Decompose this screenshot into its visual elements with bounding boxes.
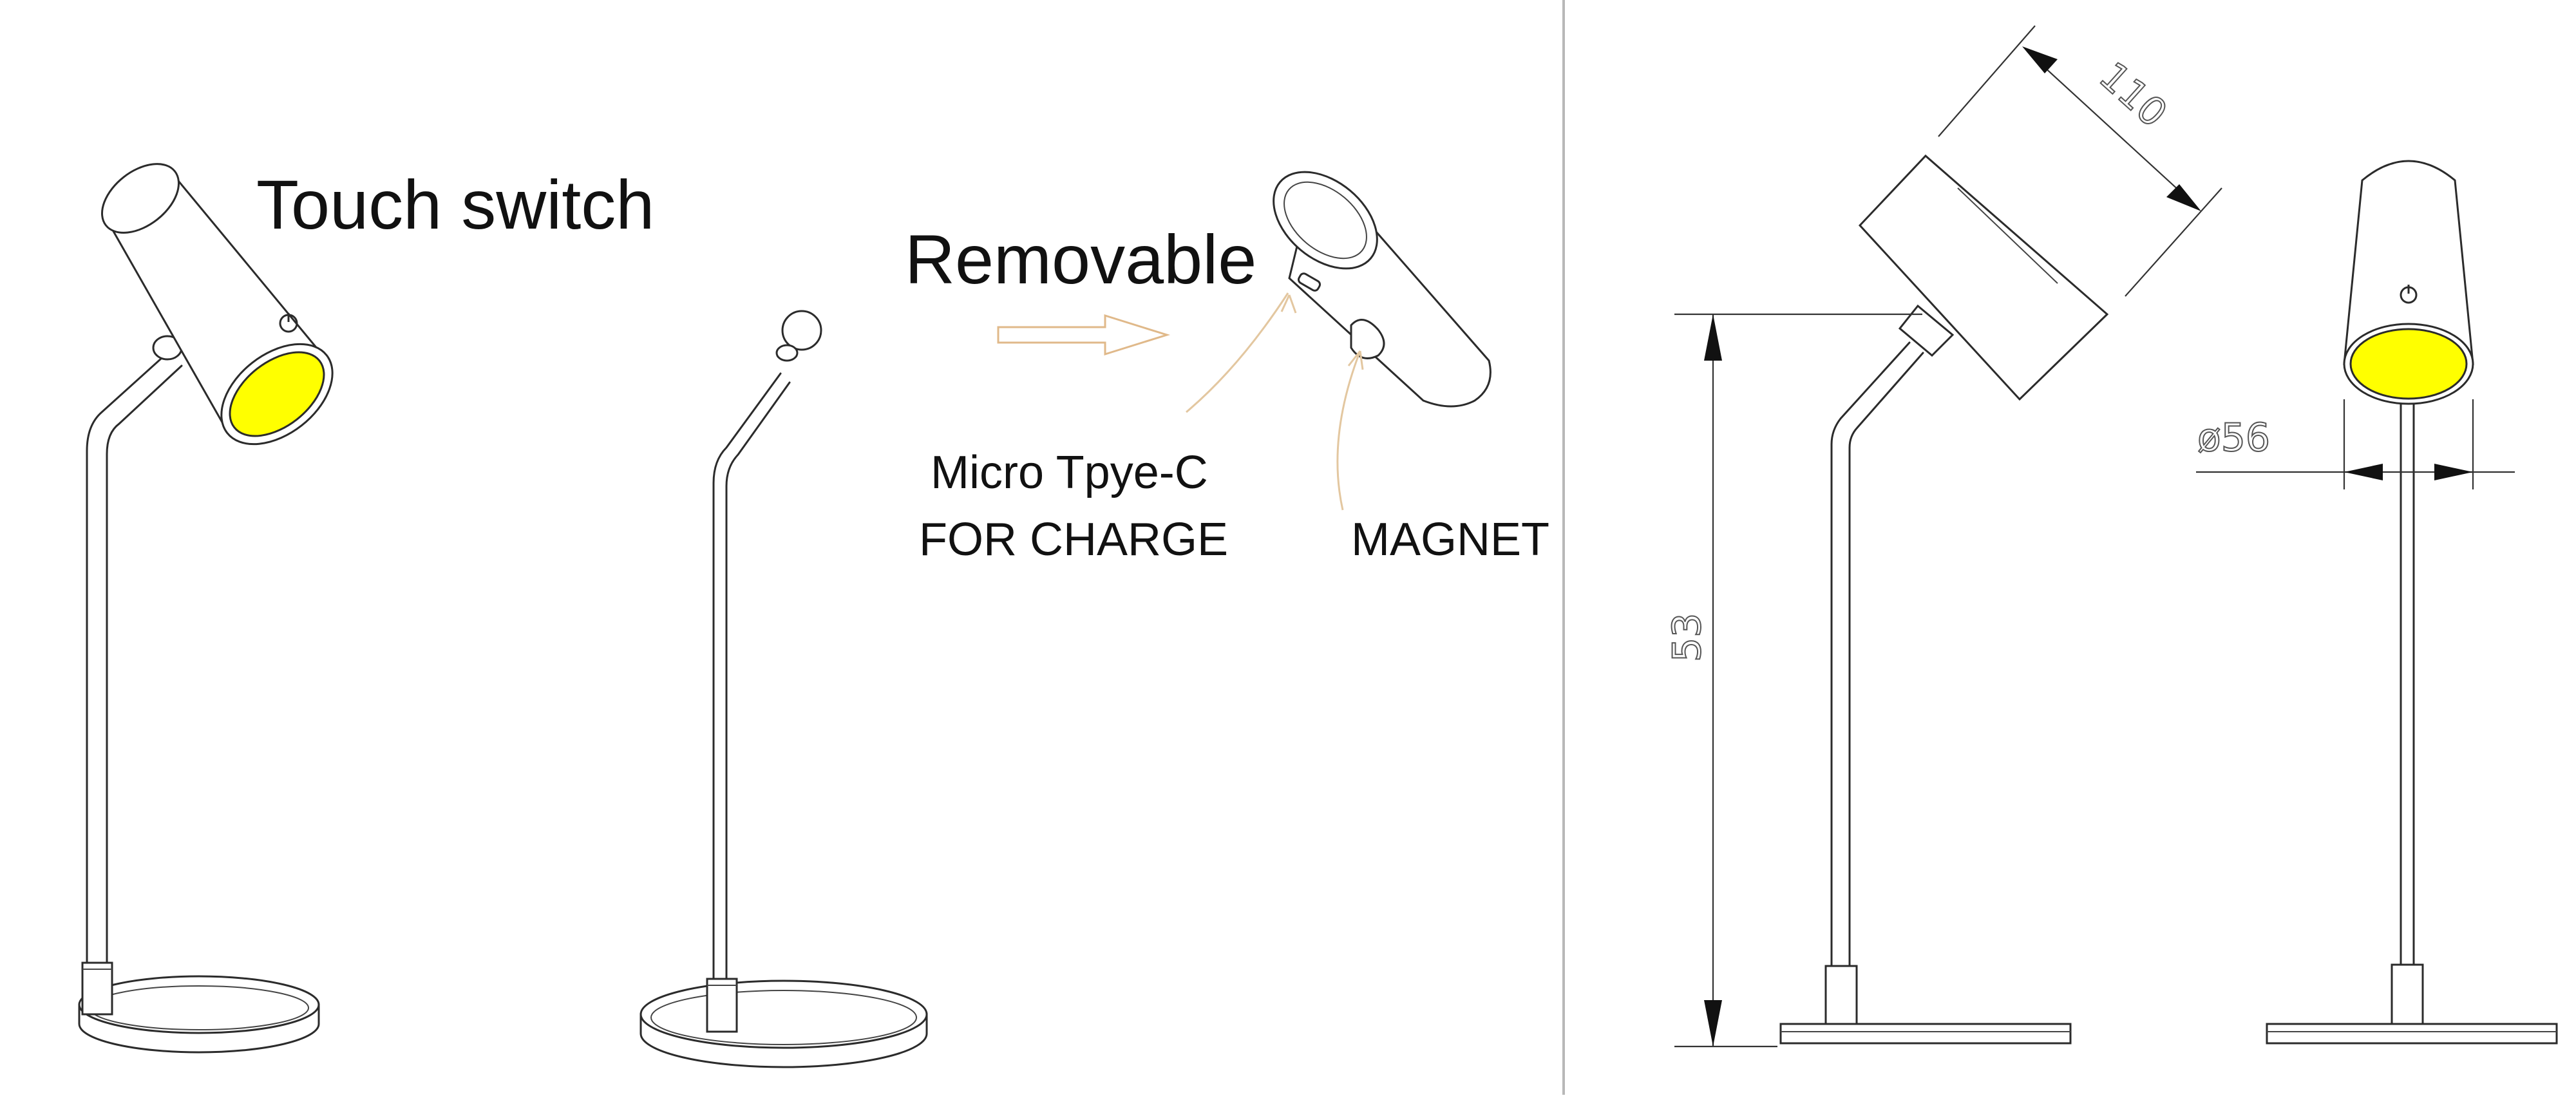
dimension-53: 53 [1664,313,1922,1048]
lamp2-stem [712,310,822,980]
side-head [1858,154,2109,401]
front-head [2343,160,2474,365]
charge-leader-arrow [1280,294,1297,314]
front-touch-switch-icon [2400,285,2418,304]
lamp1-stem [86,335,183,964]
touch-switch-label: Touch switch [256,166,654,243]
removable-arrow [997,314,1171,356]
front-base [2266,1023,2558,1045]
lamp-base-without-head [639,310,928,1068]
charge-label-line2: FOR CHARGE [919,514,1228,565]
lamp-front-elevation: ø56 [2196,160,2558,1045]
magnet-leader-arrow [1347,350,1364,370]
lens-lit-yellow [229,351,325,437]
lamp1-base [78,961,320,1054]
magnet-leader-line [1336,350,1361,511]
dim-110-text: 110 [2090,53,2175,137]
detached-lamp-head [1273,171,1492,408]
lamp-side-elevation: 110 53 [1664,25,2222,1048]
dim-53-text: 53 [1665,613,1710,662]
charge-label-line1: Micro Tpye-C [931,447,1208,498]
front-lens-yellow [2349,328,2468,400]
lamp-full-perspective: Touch switch [78,163,654,1054]
charge-leader-line [1186,292,1289,413]
lamp1-head [101,163,334,446]
side-collar [1824,965,1858,1025]
dim-56-text: ø56 [2197,415,2270,460]
side-base [1779,1023,2072,1045]
lamp2-base [639,978,928,1068]
magnet-label: MAGNET [1351,514,1549,565]
removable-label: Removable [905,220,1256,298]
touch-switch-icon [279,313,298,333]
front-collar [2391,963,2424,1025]
usb-c-port [1297,272,1321,292]
dimension-diameter-56: ø56 [2196,399,2515,489]
